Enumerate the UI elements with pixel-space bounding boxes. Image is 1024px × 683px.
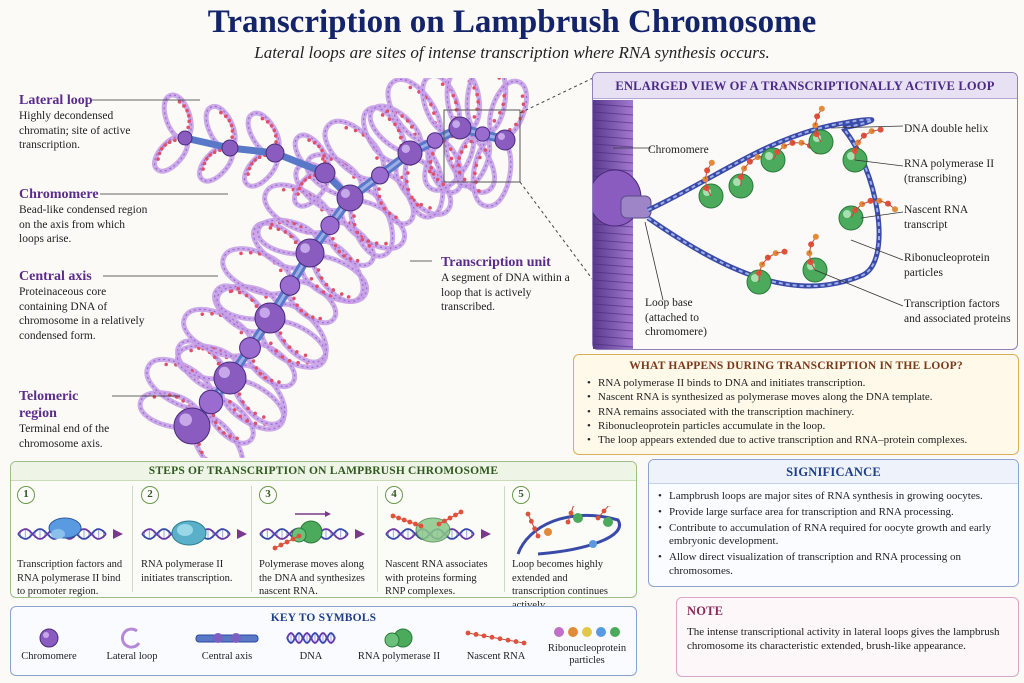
step-text: Loop becomes highly extended and transcr… [512, 559, 608, 611]
label-central-axis-heading: Central axis [19, 269, 92, 284]
key-label: Lateral loop [106, 651, 158, 662]
significance-item: Allow direct visualization of transcript… [655, 551, 1010, 579]
enl-label-dna-helix: DNA double helix [904, 123, 989, 135]
chromomere-icon [39, 628, 59, 648]
significance-item: Contribute to accumulation of RNA requir… [655, 522, 1010, 550]
what-happens-item: Nascent RNA is synthesized as polymerase… [584, 390, 1010, 405]
key-central-axis: Central axis [191, 627, 263, 663]
what-happens-item: Ribonucleoprotein particles accumulate i… [584, 419, 1010, 434]
enl-label-rna-pol: RNA polymerase II (transcribing) [904, 158, 995, 185]
label-central-axis: Central axis Proteinaceous core containi… [19, 268, 149, 343]
enlarged-view-panel: ENLARGED VIEW OF A TRANSCRIPTIONALLY ACT… [592, 72, 1018, 350]
label-telomeric-text: Terminal end of the chromosome axis. [19, 423, 110, 450]
step-1-icon [17, 517, 123, 540]
what-happens-item: RNA polymerase II binds to DNA and initi… [584, 376, 1010, 391]
key-rna-polymerase: RNA polymerase II [349, 627, 449, 663]
rna-polymerase-icon [384, 628, 413, 648]
key-nascent-rna: Nascent RNA [461, 627, 531, 663]
dna-icon [286, 632, 336, 644]
page-title: Transcription on Lampbrush Chromosome [207, 4, 817, 40]
step-5: 5 Loop becomes highly extended and trans… [508, 486, 621, 611]
key-label: Nascent RNA [466, 651, 526, 662]
key-panel: KEY TO SYMBOLS Chromomere Lateral loop C… [10, 606, 637, 676]
step-divider [504, 486, 505, 592]
enl-label-nascent-rna: Nascent RNA transcript [904, 204, 968, 231]
label-lateral-loop-text: Highly decondensed chromatin; site of ac… [19, 110, 131, 151]
significance-panel: SIGNIFICANCE Lampbrush loops are major s… [648, 459, 1019, 587]
key-label: DNA [299, 651, 323, 662]
label-transcription-unit-heading: Transcription unit [441, 255, 551, 270]
lampbrush-chromosome-illustration [137, 78, 529, 458]
step-text: Transcription factors and RNA polymerase… [17, 559, 123, 597]
key-dna: DNA [281, 627, 341, 663]
step-number: 5 [512, 486, 530, 504]
key-label: Ribonucleoprotein particles [547, 643, 627, 666]
step-5-icon [516, 506, 621, 556]
enl-label-tf: Transcription factors and associated pro… [904, 298, 1011, 325]
enlarged-loop-illustration [593, 100, 904, 349]
enl-label-loop-base: Loop base (attached to chromomere) [645, 297, 707, 338]
key-label: Chromomere [21, 651, 77, 662]
key-rnp-particles: Ribonucleoprotein particles [541, 623, 633, 667]
step-divider [132, 486, 133, 592]
label-chromomere-text: Bead-like condensed region on the axis f… [19, 204, 148, 245]
note-title: NOTE [687, 604, 724, 618]
what-happens-item: The loop appears extended due to active … [584, 433, 1010, 448]
label-chromomere: Chromomere Bead-like condensed region on… [19, 186, 149, 247]
what-happens-item: RNA remains associated with the transcri… [584, 405, 1010, 420]
step-text: Nascent RNA associates with proteins for… [385, 559, 488, 597]
steps-panel: STEPS OF TRANSCRIPTION ON LAMPBRUSH CHRO… [10, 461, 637, 611]
steps-title: STEPS OF TRANSCRIPTION ON LAMPBRUSH CHRO… [11, 462, 636, 481]
label-telomeric-region: Telomeric region Terminal end of the chr… [19, 388, 119, 451]
key-label: Central axis [201, 651, 253, 662]
step-3: 3 Polymerase moves along the DNA and syn… [255, 486, 365, 597]
step-4-icon [385, 509, 491, 543]
note-panel: NOTE The intense transcriptional activit… [676, 597, 1019, 677]
step-number: 3 [259, 486, 277, 504]
significance-title: SIGNIFICANCE [649, 460, 1018, 484]
key-lateral-loop: Lateral loop [101, 627, 163, 663]
lateral-loop-icon [121, 627, 141, 649]
enl-label-chromomere: Chromomere [648, 144, 709, 156]
significance-item: Provide large surface area for transcrip… [655, 506, 1010, 520]
step-number: 2 [141, 486, 159, 504]
central-axis [173, 116, 516, 445]
step-divider [377, 486, 378, 592]
note-text: The intense transcriptional activity in … [687, 626, 1000, 652]
what-happens-title: WHAT HAPPENS DURING TRANSCRIPTION IN THE… [629, 360, 963, 372]
step-text: Polymerase moves along the DNA and synth… [259, 559, 365, 597]
step-divider [251, 486, 252, 592]
what-happens-panel: WHAT HAPPENS DURING TRANSCRIPTION IN THE… [573, 354, 1019, 455]
step-4: 4 Nascent RNA associates with proteins f… [381, 486, 491, 597]
central-axis-icon [195, 633, 259, 643]
nascent-rna-icon [465, 630, 527, 646]
page-subtitle: Lateral loops are sites of intense trans… [254, 43, 770, 62]
key-label: RNA polymerase II [357, 651, 441, 662]
zoom-box [443, 109, 521, 183]
key-chromomere: Chromomere [19, 627, 79, 663]
significance-item: Lampbrush loops are major sites of RNA s… [655, 490, 1010, 504]
step-number: 4 [385, 486, 403, 504]
step-text: RNA polymerase II initiates transcriptio… [141, 559, 233, 584]
step-3-icon [259, 511, 365, 551]
label-lateral-loop: Lateral loop Highly decondensed chromati… [19, 92, 149, 153]
step-2: 2 RNA polymerase II initiates transcript… [137, 486, 247, 596]
rnp-particles-icon [554, 627, 620, 637]
step-1: 1 Transcription factors and RNA polymera… [13, 486, 123, 597]
label-transcription-unit-text: A segment of DNA within a loop that is a… [441, 272, 570, 313]
label-chromomere-heading: Chromomere [19, 187, 99, 202]
step-number: 1 [17, 486, 35, 504]
key-title: KEY TO SYMBOLS [270, 612, 377, 624]
label-transcription-unit: Transcription unit A segment of DNA with… [441, 254, 571, 315]
enl-label-rnp: Ribonucleoprotein particles [904, 252, 990, 279]
step-2-icon [141, 520, 247, 546]
label-telomeric-heading: Telomeric region [19, 389, 79, 421]
label-central-axis-text: Proteinaceous core containing DNA of chr… [19, 286, 145, 342]
label-lateral-loop-heading: Lateral loop [19, 93, 93, 108]
enlarged-view-title: ENLARGED VIEW OF A TRANSCRIPTIONALLY ACT… [593, 73, 1017, 99]
